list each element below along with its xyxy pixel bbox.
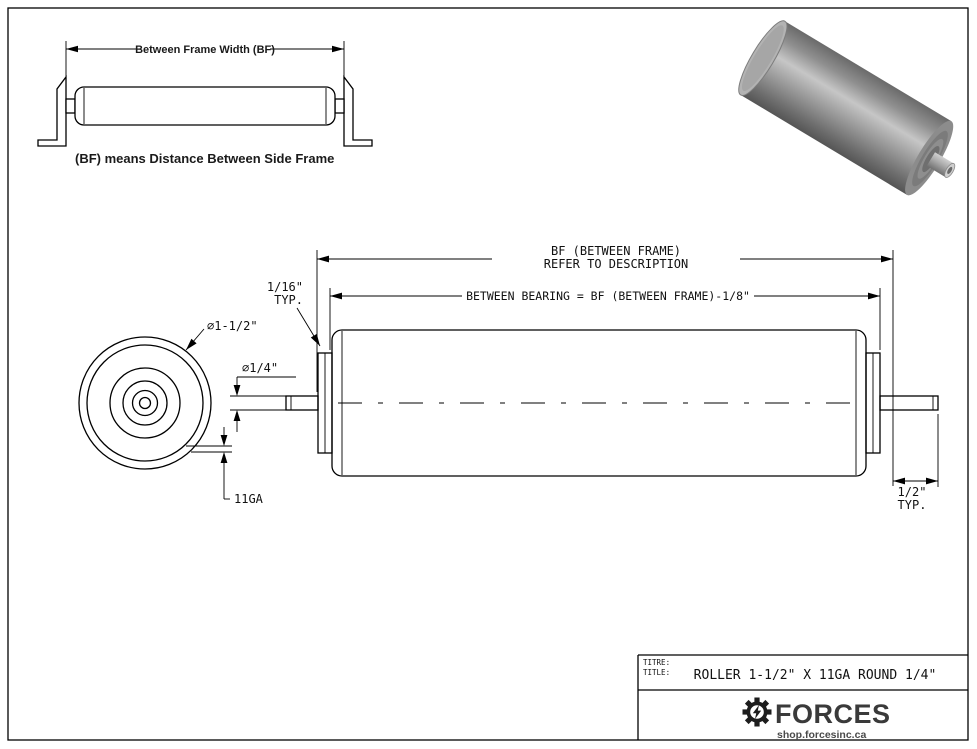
dim-arrow-wall-top bbox=[220, 435, 228, 446]
roller-3d-render bbox=[738, 20, 956, 196]
dim-arrow-left bbox=[66, 45, 78, 53]
brand-name: FORCES bbox=[775, 699, 891, 729]
brand-website: shop.forcesinc.ca bbox=[777, 729, 866, 741]
roller-side-view: BF (BETWEEN FRAME) REFER TO DESCRIPTION … bbox=[267, 244, 939, 512]
protrusion-dim-value: 1/2" bbox=[898, 485, 927, 499]
roller-3d-far-face bbox=[741, 25, 784, 91]
title-label-fr: TITRE: bbox=[643, 658, 670, 667]
protrusion-dim-typ: TYP. bbox=[898, 498, 927, 512]
lightning-icon bbox=[752, 705, 762, 719]
dim-arrow-prot-left bbox=[893, 477, 905, 485]
roller-3d-body bbox=[738, 20, 952, 195]
right-shaft bbox=[879, 395, 939, 411]
inset-dim-label: Between Frame Width (BF) bbox=[135, 44, 275, 56]
gap-dim-value: 1/16" bbox=[267, 280, 303, 294]
gear-icon bbox=[742, 697, 772, 727]
bf-dim-label-line2: REFER TO DESCRIPTION bbox=[544, 257, 689, 271]
dim-arrow-bf-left bbox=[317, 255, 329, 263]
forces-logo: FORCES shop.forcesinc.ca bbox=[742, 697, 891, 741]
dim-arrow-bb-left bbox=[330, 292, 342, 300]
dim-arrow-prot-right bbox=[926, 477, 938, 485]
sheet-border bbox=[7, 7, 969, 741]
roller-end-view: ∅1-1/2" ∅1/4" 11GA bbox=[78, 319, 296, 506]
dim-arrow-shaft-top bbox=[233, 385, 241, 396]
between-bearing-dim-label: BETWEEN BEARING = BF (BETWEEN FRAME)-1/8… bbox=[466, 289, 750, 303]
dim-arrow-bb-right bbox=[868, 292, 880, 300]
dim-arrow-right bbox=[332, 45, 344, 53]
leader-arrow-gap bbox=[310, 333, 320, 346]
inset-roller-body bbox=[74, 86, 336, 126]
leader-arrow-roller-dia bbox=[186, 338, 197, 350]
left-shaft-nut bbox=[65, 98, 76, 114]
title-label-en: TITLE: bbox=[643, 668, 670, 677]
shaft-dia-label: ∅1/4" bbox=[242, 361, 278, 375]
bf-dim-label-line1: BF (BETWEEN FRAME) bbox=[551, 244, 681, 258]
drawing-title: ROLLER 1-1/2" X 11GA ROUND 1/4" bbox=[694, 668, 937, 683]
left-shaft bbox=[285, 395, 319, 411]
bf-explainer-inset: Between Frame Width (BF) (BF) means Dist… bbox=[37, 41, 373, 166]
dim-arrow-shaft-bottom bbox=[233, 410, 241, 421]
left-side-frame bbox=[37, 75, 67, 147]
inset-caption: (BF) means Distance Between Side Frame bbox=[75, 151, 334, 166]
title-block: TITRE: TITLE: ROLLER 1-1/2" X 11GA ROUND… bbox=[637, 654, 968, 741]
dim-arrow-wall-bottom bbox=[220, 452, 228, 463]
roller-dia-label: ∅1-1/2" bbox=[207, 319, 258, 333]
right-side-frame bbox=[343, 75, 373, 147]
dim-arrow-bf-right bbox=[881, 255, 893, 263]
roller-3d-shaft-center bbox=[947, 166, 953, 174]
right-shaft-nut bbox=[334, 98, 345, 114]
gauge-label: 11GA bbox=[234, 492, 264, 506]
gap-dim-typ: TYP. bbox=[274, 293, 303, 307]
